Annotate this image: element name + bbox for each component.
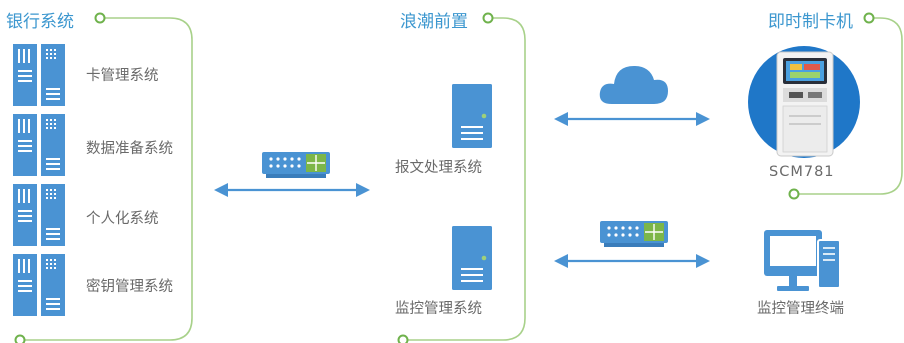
langchao-bracket-line bbox=[403, 17, 526, 341]
cloud-icon bbox=[599, 66, 668, 104]
tower-server-icon bbox=[452, 226, 492, 290]
server-rack-icon bbox=[13, 254, 65, 316]
langchao-bullet bbox=[482, 12, 494, 24]
desktop-computer-icon bbox=[764, 230, 841, 291]
bank-section-title: 银行系统 bbox=[6, 12, 74, 32]
bank-bullet bbox=[94, 12, 106, 24]
message-processing-label: 报文处理系统 bbox=[395, 160, 482, 176]
device-model-label: SCM781 bbox=[769, 164, 835, 180]
server-rack-icon bbox=[13, 114, 65, 176]
monitoring-system-label: 监控管理系统 bbox=[395, 301, 482, 317]
server-rack-icon bbox=[13, 184, 65, 246]
network-switch-icon bbox=[262, 152, 330, 178]
bank-system-label: 个人化系统 bbox=[86, 211, 159, 227]
card-kiosk-icon bbox=[748, 46, 860, 158]
bank-bracket-line bbox=[20, 17, 193, 341]
langchao-terminal-arrow bbox=[554, 254, 710, 268]
langchao-kiosk-arrow bbox=[554, 112, 710, 126]
kiosk-bracket-line bbox=[794, 17, 903, 195]
bank-langchao-arrow bbox=[214, 183, 370, 197]
tower-server-icon bbox=[452, 84, 492, 148]
bank-system-label: 数据准备系统 bbox=[86, 141, 173, 157]
bank-system-label: 卡管理系统 bbox=[86, 68, 159, 84]
kiosk-section-title: 即时制卡机 bbox=[768, 12, 853, 32]
kiosk-bullet bbox=[863, 12, 875, 24]
monitoring-terminal-label: 监控管理终端 bbox=[757, 301, 844, 317]
network-switch-icon bbox=[600, 221, 668, 247]
langchao-section-title: 浪潮前置 bbox=[400, 12, 468, 32]
server-rack-icon bbox=[13, 44, 65, 106]
bank-system-label: 密钥管理系统 bbox=[86, 279, 173, 295]
